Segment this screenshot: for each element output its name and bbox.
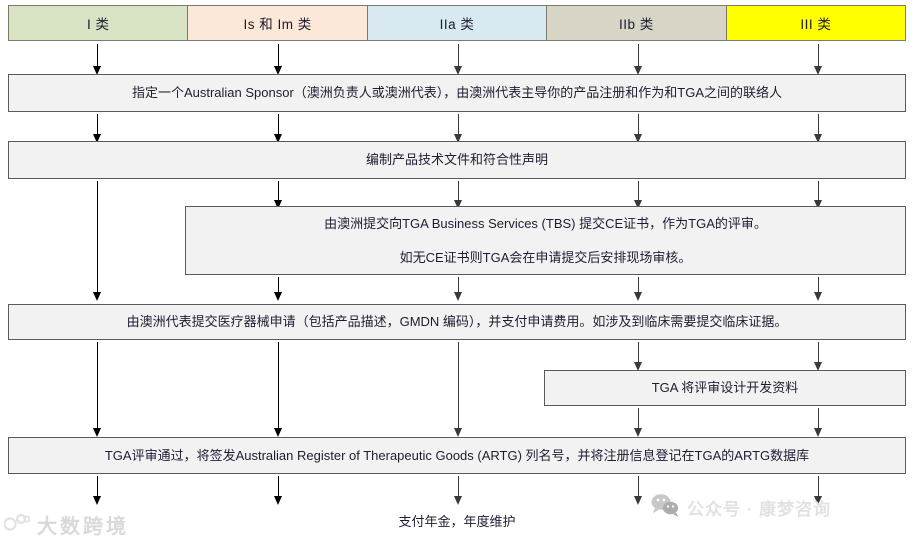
connector-col1-g	[97, 476, 98, 498]
step-box-tech-file[interactable]: 编制产品技术文件和符合性声明	[8, 141, 906, 179]
arrowhead-col5-e	[814, 362, 822, 371]
connector-col1-bypass	[97, 181, 98, 294]
connector-col4-f	[638, 408, 639, 430]
arrowhead-col3-e	[454, 428, 462, 437]
step-box-artg[interactable]: TGA评审通过，将签发Australian Register of Therap…	[8, 437, 906, 474]
step-box-application[interactable]: 由澳洲代表提交医疗器械申请（包括产品描述，GMDN 编码），并支付申请费用。如涉…	[8, 304, 906, 340]
arrowhead-col1-a	[93, 66, 101, 75]
category-cell-class-2b[interactable]: IIb 类	[546, 5, 727, 41]
connector-col2-g	[278, 476, 279, 498]
arrowhead-col2-d	[274, 292, 282, 301]
connector-col4-g	[638, 476, 639, 498]
arrowhead-col5-b	[814, 134, 822, 143]
connector-col3-e	[458, 342, 459, 430]
arrowhead-col3-d	[454, 292, 462, 301]
connector-col4-b	[638, 114, 639, 136]
step-text-tech-file-line1: 编制产品技术文件和符合性声明	[365, 152, 548, 168]
connector-col5-g	[818, 476, 819, 498]
connector-col4-e	[638, 342, 639, 364]
eyes-logo-icon	[3, 512, 31, 537]
arrowhead-col2-c	[274, 200, 282, 209]
connector-col3-g	[458, 476, 459, 498]
connector-col5-f	[818, 408, 819, 430]
connector-col5-d	[818, 277, 819, 294]
arrowhead-col3-a	[454, 66, 462, 75]
arrowhead-col2-g	[274, 496, 282, 505]
connector-col1-e	[97, 342, 98, 430]
watermark-left: 大数跨境	[3, 510, 129, 539]
arrowhead-col1-e	[93, 428, 101, 437]
arrowhead-col5-a	[814, 66, 822, 75]
arrowhead-col4-g	[634, 496, 642, 505]
arrowhead-col5-g	[814, 496, 822, 505]
arrowhead-col4-f	[634, 428, 642, 437]
connector-col3-b	[458, 114, 459, 136]
step-text-artg-line1: TGA评审通过，将签发Australian Register of Therap…	[104, 447, 810, 463]
category-header-row: I 类 Is 和 Im 类 IIa 类 IIb 类 III 类	[8, 5, 907, 41]
arrowhead-col4-a	[634, 66, 642, 75]
step-text-annual: 支付年金，年度维护	[398, 514, 516, 529]
connector-col5-a	[818, 44, 819, 68]
watermark-right: 公众号 · 康梦咨询	[650, 492, 831, 523]
arrowhead-col3-b	[454, 134, 462, 143]
arrowhead-col5-c	[814, 200, 822, 209]
watermark-right-text: 公众号 · 康梦咨询	[687, 500, 832, 519]
category-cell-class-2a[interactable]: IIa 类	[366, 5, 548, 41]
step-box-sponsor[interactable]: 指定一个Australian Sponsor（澳洲负责人或澳洲代表），由澳洲代表…	[8, 74, 906, 112]
arrowhead-col3-g	[454, 496, 462, 505]
step-text-design-review-line1: TGA 将评审设计开发资料	[651, 380, 799, 396]
connector-col2-e	[278, 342, 279, 430]
arrowhead-col2-a	[274, 66, 282, 75]
arrowhead-col3-c	[454, 200, 462, 209]
step-text-ce-tbs-line1: 由澳洲提交向TGA Business Services (TBS) 提交CE证书…	[324, 216, 767, 231]
step-text-sponsor-line1: 指定一个Australian Sponsor（澳洲负责人或澳洲代表），由澳洲代表…	[131, 85, 783, 101]
wechat-icon	[650, 492, 680, 523]
arrowhead-col2-e	[274, 428, 282, 437]
arrowhead-col5-d	[814, 292, 822, 301]
connector-col5-b	[818, 114, 819, 136]
connector-col2-c	[278, 181, 279, 202]
watermark-left-text: 大数跨境	[37, 516, 129, 538]
step-box-design-review[interactable]: TGA 将评审设计开发资料	[544, 370, 906, 406]
connector-col5-c	[818, 181, 819, 202]
connector-col2-d	[278, 277, 279, 294]
arrowhead-col4-c	[634, 200, 642, 209]
arrowhead-col1-bypass	[93, 292, 101, 301]
connector-col1-b	[97, 114, 98, 136]
arrowhead-col2-b	[274, 134, 282, 143]
arrowhead-col4-b	[634, 134, 642, 143]
connector-col3-c	[458, 181, 459, 202]
connector-col3-d	[458, 277, 459, 294]
connector-col5-e	[818, 342, 819, 364]
connector-col4-a	[638, 44, 639, 68]
connector-col2-a	[278, 44, 279, 68]
arrowhead-col1-b	[93, 134, 101, 143]
category-cell-class-1[interactable]: I 类	[8, 5, 189, 41]
connector-col4-c	[638, 181, 639, 202]
connector-col1-a	[97, 44, 98, 68]
arrowhead-col4-d	[634, 292, 642, 301]
category-cell-class-3[interactable]: III 类	[725, 5, 907, 41]
step-box-ce-tbs[interactable]: 由澳洲提交向TGA Business Services (TBS) 提交CE证书…	[185, 206, 906, 275]
connector-col4-d	[638, 277, 639, 294]
step-text-ce-tbs-line2: 如无CE证书则TGA会在申请提交后安排现场审核。	[399, 249, 692, 265]
arrowhead-col1-g	[93, 496, 101, 505]
category-cell-class-is-im[interactable]: Is 和 Im 类	[187, 5, 368, 41]
arrowhead-col4-e	[634, 362, 642, 371]
step-text-application-line1: 由澳洲代表提交医疗器械申请（包括产品描述，GMDN 编码），并支付申请费用。如涉…	[126, 314, 788, 330]
connector-col3-a	[458, 44, 459, 68]
connector-col2-b	[278, 114, 279, 136]
arrowhead-col5-f	[814, 428, 822, 437]
